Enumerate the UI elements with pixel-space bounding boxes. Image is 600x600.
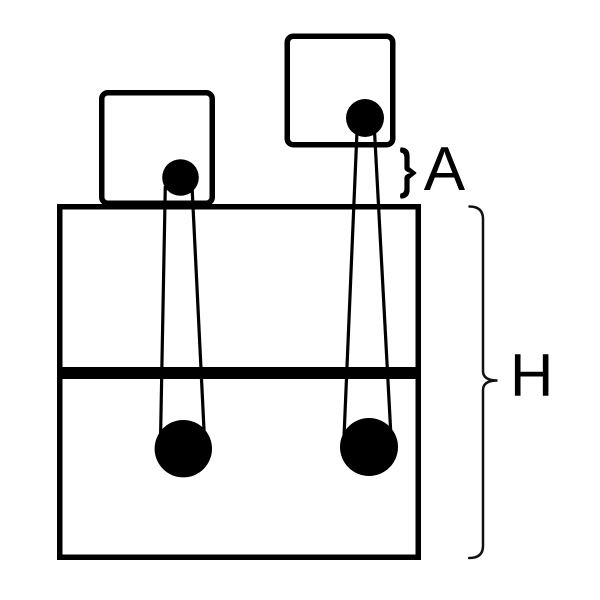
svg-text:H: H bbox=[510, 342, 553, 409]
svg-text:A: A bbox=[424, 135, 466, 204]
